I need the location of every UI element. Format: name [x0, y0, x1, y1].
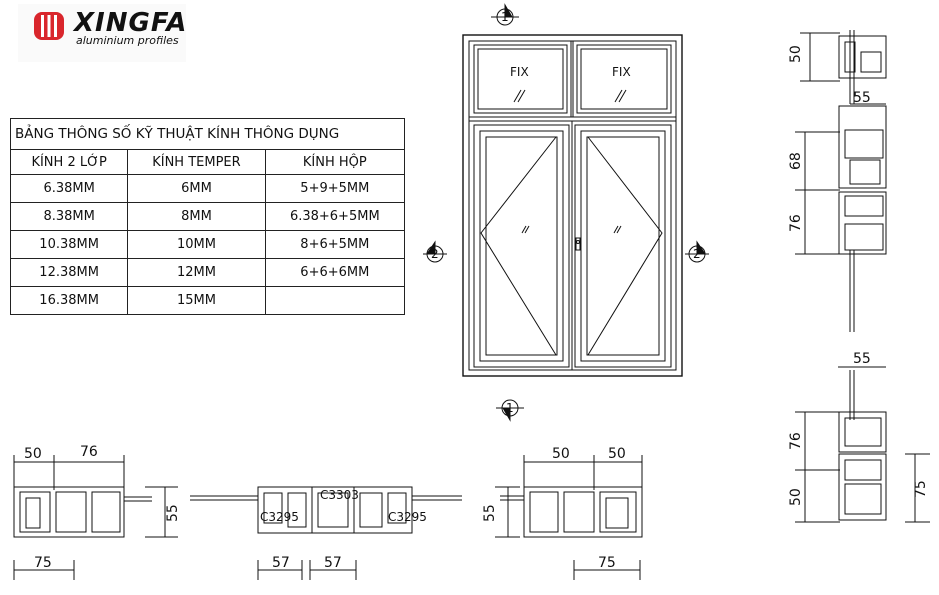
dimension-label: 55 — [482, 504, 498, 522]
table-cell: 12.38MM — [9, 258, 129, 287]
table-cell: 6+6+6MM — [264, 258, 406, 287]
dimension-label: 57 — [272, 555, 290, 571]
table-cell: 8.38MM — [9, 202, 129, 231]
xingfa-logo-icon — [34, 12, 64, 40]
glass-spec-table: BẢNG THÔNG SỐ KỸ THUẬT KÍNH THÔNG DỤNG K… — [9, 118, 406, 315]
section-marker-label: 1 — [506, 401, 514, 415]
horizontal-section-right — [495, 455, 643, 580]
dimension-label: 76 — [788, 432, 804, 450]
xingfa-logo: XINGFA aluminium profiles — [18, 4, 186, 62]
dimension-label: 76 — [80, 444, 98, 460]
dimension-label: 50 — [788, 488, 804, 506]
dimension-label: 76 — [788, 214, 804, 232]
dimension-label: 50 — [788, 45, 804, 63]
profile-code: C3295 — [388, 510, 427, 524]
table-row: 12.38MM 12MM 6+6+6MM — [9, 258, 406, 287]
vertical-section-lower — [795, 366, 930, 523]
window-elevation — [462, 34, 683, 377]
dimension-label: 75 — [598, 555, 616, 571]
vertical-section-upper — [795, 30, 887, 332]
table-cell: 6.38MM — [9, 174, 129, 203]
section-marker-top — [491, 3, 519, 26]
section-marker-label: 1 — [501, 10, 509, 24]
dimension-label: 55 — [853, 90, 871, 106]
logo-brand: XINGFA — [74, 8, 188, 38]
table-row: 8.38MM 8MM 6.38+6+5MM — [9, 202, 406, 231]
dimension-label: 55 — [853, 351, 871, 367]
table-header: KÍNH 2 LỚP — [9, 149, 129, 175]
horizontal-section-left — [13, 455, 178, 580]
table-header: KÍNH HỘP — [264, 149, 406, 175]
table-cell: 5+9+5MM — [264, 174, 406, 203]
dimension-label: 55 — [165, 504, 181, 522]
table-row: 16.38MM 15MM — [9, 286, 406, 315]
profile-code: C3303 — [320, 488, 359, 502]
dimension-label: 68 — [788, 152, 804, 170]
fix-label: FIX — [612, 65, 631, 79]
table-cell: 6.38+6+5MM — [264, 202, 406, 231]
section-marker-label: 2 — [431, 247, 439, 261]
dimension-label: 50 — [552, 446, 570, 462]
table-row: 6.38MM 6MM 5+9+5MM — [9, 174, 406, 203]
table-row: 10.38MM 10MM 8+6+5MM — [9, 230, 406, 259]
dimension-label: 50 — [608, 446, 626, 462]
profile-code: C3295 — [260, 510, 299, 524]
fix-label: FIX — [510, 65, 529, 79]
dimension-label: 75 — [913, 480, 929, 498]
section-marker-bottom — [496, 399, 524, 422]
table-cell: 16.38MM — [9, 286, 129, 315]
section-marker-left — [423, 240, 447, 263]
dimension-label: 75 — [34, 555, 52, 571]
logo-tagline: aluminium profiles — [76, 34, 179, 47]
horizontal-section-center — [190, 486, 462, 580]
section-marker-label: 2 — [693, 247, 701, 261]
table-cell: 15MM — [127, 286, 266, 315]
section-marker-right — [685, 240, 709, 263]
dimension-label: 57 — [324, 555, 342, 571]
table-cell — [264, 286, 406, 315]
dimension-label: 50 — [24, 446, 42, 462]
